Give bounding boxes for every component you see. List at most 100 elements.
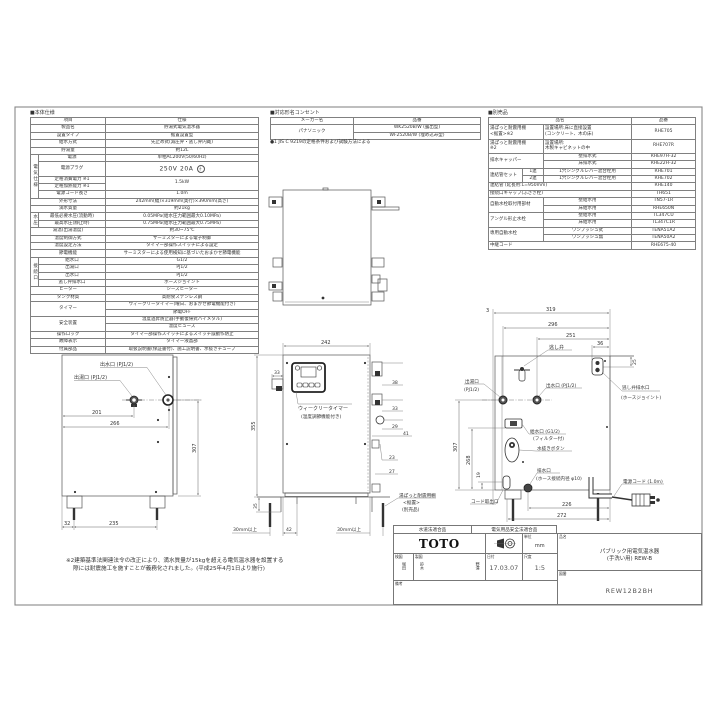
dim-226: 226 bbox=[562, 502, 572, 508]
row-label: 設置タイプ bbox=[30, 131, 106, 141]
row-label: 外形寸法 bbox=[30, 197, 106, 207]
outlet-col-part: 品番 bbox=[353, 116, 481, 126]
dim-355: 355 bbox=[251, 421, 257, 431]
unit-cell: 単位 mm bbox=[522, 533, 558, 554]
clearance-right: 30mm以上 bbox=[337, 526, 361, 533]
plug-rating: 250V 20A bbox=[159, 165, 194, 173]
spec-heading: ■本体仕様 bbox=[30, 110, 55, 116]
row-label: 出湯口 bbox=[38, 264, 106, 273]
table-row: 温度設定方法タイマー部操作スイッチによる設定 bbox=[30, 242, 259, 251]
option-desc: 壁給水用 bbox=[543, 197, 632, 206]
option-desc: 壁給水用 bbox=[543, 211, 632, 221]
row-value: 温度ヒューズ bbox=[105, 323, 259, 332]
third-angle-projection-icon bbox=[494, 538, 516, 549]
row-label: 付属部品 bbox=[30, 345, 106, 354]
table-row: 湯温(出湯温度)約30~75℃ bbox=[30, 227, 259, 236]
footnote-line-1: ※2建築基準法関連法令の改正により、満水質量が15kgを超える電気温水器を設置す… bbox=[66, 558, 284, 564]
row-label: 温度設定方法 bbox=[30, 242, 106, 251]
cord-exit-label: コード取出口 bbox=[471, 498, 499, 505]
drawn-cell: 製図 鈴木 野澤 bbox=[413, 553, 486, 581]
stand-type-label: <据置> bbox=[403, 499, 420, 506]
row-value: 高耐食ステンレス鋼 bbox=[105, 293, 259, 303]
row-value: サーミスターによる使用検知に基づいたおまかせ節電機能 bbox=[105, 249, 259, 258]
group-label-pressure: 水圧 bbox=[30, 212, 39, 229]
dim-33-right: 33 bbox=[392, 406, 398, 412]
option-sub: 1連 bbox=[522, 167, 544, 176]
row-label: 安全装置 bbox=[30, 315, 106, 332]
dim-19: 19 bbox=[476, 472, 482, 478]
spec-col-spec: 仕様 bbox=[105, 116, 259, 126]
option-desc: 壁排水式 bbox=[543, 152, 632, 162]
dim-235: 235 bbox=[109, 521, 119, 527]
table-row: 定格消費電力 ※1 1.5kW bbox=[31, 175, 259, 192]
options-header-row: 品名 品番 bbox=[488, 116, 696, 126]
row-label: ヒーター bbox=[30, 286, 106, 295]
hot-outlet-fitting-icon bbox=[126, 395, 142, 407]
dim-242: 242 bbox=[321, 340, 331, 346]
option-desc: 設置場所:床に直接設置(コンクリート、木の床) bbox=[543, 124, 632, 140]
table-row: 排水キャッパー 壁排水式 RHE97H-32 bbox=[488, 152, 696, 169]
option-part: TL347CU bbox=[631, 211, 696, 221]
table-row: 逃し弁排水口ホースジョイント bbox=[31, 278, 259, 288]
table-row: ヒーターシーズヒーター bbox=[30, 286, 259, 295]
dim-36: 36 bbox=[597, 341, 603, 347]
table-row: 節電機能サーミスターによる使用検知に基づいたおまかせ節電機能 bbox=[30, 249, 259, 258]
option-part: RHE140 bbox=[631, 182, 696, 191]
table-row: タンク材質高耐食ステンレス鋼 bbox=[30, 293, 259, 303]
dim-42: 42 bbox=[286, 527, 292, 533]
table-row: 製品名貯湯式電気温水器 bbox=[30, 124, 259, 133]
footnote: ※2建築基準法関連法令の改正により、満水質量が15kgを超える電気温水器を設置す… bbox=[66, 557, 283, 573]
option-name: 連結管 (延長用:L=950mm) bbox=[488, 182, 632, 191]
row-label: 温度制御方式 bbox=[30, 234, 106, 244]
row-label: 故障表示 bbox=[30, 338, 106, 347]
remarks-label: 備考 bbox=[395, 580, 403, 586]
table-row: 最高水圧(静止時)0.75MPa(給水圧力範囲最大0.75MPa) bbox=[31, 219, 259, 229]
rating-note: ●1 JIS C 9219の定格条件および試験方法による bbox=[270, 140, 371, 145]
option-part: TENA50A2 bbox=[631, 234, 696, 243]
row-label: 定格加熱能力 ※1 bbox=[38, 182, 106, 192]
dim-307: 307 bbox=[453, 442, 459, 452]
option-part: RHE675-40 bbox=[631, 241, 696, 250]
dim-268: 268 bbox=[466, 455, 472, 465]
power-cord-label: 電源コード (1.0m) bbox=[623, 478, 663, 485]
dim-32: 32 bbox=[64, 521, 70, 527]
table-row: 水圧 最低必要水圧(流動時) 0.05MPa(給水圧力範囲最大0.10MPa) bbox=[30, 212, 259, 229]
relief-drain-sub-label: (ホースジョイント) bbox=[621, 395, 661, 401]
row-label: 電源コード長さ bbox=[38, 190, 106, 199]
spec-header-row: 項目 仕様 bbox=[30, 116, 259, 126]
option-desc: 1穴シングルレバー混合栓用 bbox=[543, 167, 632, 176]
product-sub: (手洗い用) REW-B bbox=[606, 556, 653, 562]
brand-cell: TOTO bbox=[393, 533, 486, 554]
dim-41: 41 bbox=[403, 431, 409, 437]
dim-23: 23 bbox=[389, 455, 395, 461]
hot-outlet-size-label: (PJ1/2) bbox=[464, 387, 479, 393]
row-label: 定格消費電力 ※1 bbox=[38, 175, 106, 184]
row-value: 単相AC200V(50/60Hz) bbox=[105, 153, 259, 163]
product-name: パブリック用電気温水器 bbox=[599, 549, 660, 555]
table-row: WF2520B/W (埋め込み型) bbox=[271, 131, 481, 141]
row-value: タイマー液晶部 bbox=[105, 338, 259, 347]
option-part: RHE702 bbox=[631, 174, 696, 184]
row-value: 約21kg bbox=[105, 205, 259, 214]
group-label-ports: 接続口 bbox=[30, 256, 39, 288]
cold-outlet-label: 出水口 (PJ1/2) bbox=[100, 361, 133, 368]
product-cell: 品名 パブリック用電気温水器 (手洗い用) REW-B bbox=[557, 533, 702, 571]
row-value: 先止め式(減圧弁・逃し弁内蔵) bbox=[105, 139, 259, 148]
inlet-label: 給水口 (G1/2) bbox=[530, 428, 560, 435]
dim-266: 266 bbox=[110, 421, 120, 427]
row-value: 0.75MPa(給水圧力範囲最大0.75MPa) bbox=[105, 219, 259, 229]
dim-201: 201 bbox=[92, 410, 102, 416]
row-label: 最低必要水圧(流動時) bbox=[38, 212, 106, 221]
option-name: 中継コード bbox=[488, 241, 632, 250]
table-row: 接続口 給水口 G1/2 bbox=[30, 256, 259, 288]
option-part: TENA51A2 bbox=[631, 226, 696, 236]
outlet-col-maker: メーカー名 bbox=[270, 116, 354, 126]
option-desc: 床排水式 bbox=[543, 160, 632, 169]
table-row: 付属部品取扱説明書(保証書付)、施工説明書、水抜きチューブ bbox=[30, 345, 259, 354]
plan-view-drawing bbox=[268, 187, 400, 306]
row-value: シーズヒーター bbox=[105, 286, 259, 295]
drawing-number: REW12B2BH bbox=[605, 587, 654, 595]
drawing-number-cell: 図番 REW12B2BH bbox=[557, 570, 702, 605]
option-sub: 2連 bbox=[522, 174, 544, 184]
